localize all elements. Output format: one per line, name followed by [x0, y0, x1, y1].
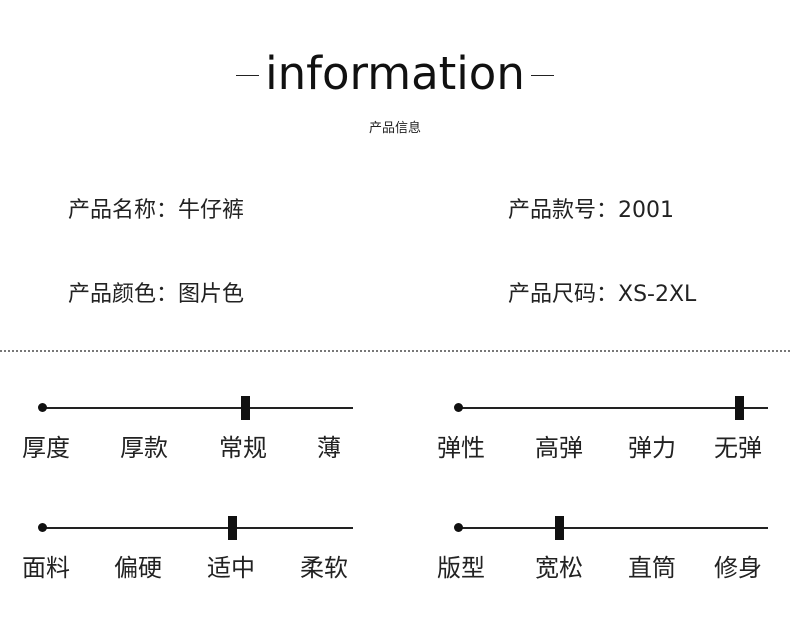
- scale-title: 厚度: [22, 434, 70, 462]
- scale-title: 版型: [437, 554, 485, 582]
- section-divider: [0, 350, 790, 352]
- product-color: 产品颜色：图片色: [68, 282, 245, 307]
- scale-track: [458, 527, 768, 529]
- scale-option: 厚款: [120, 434, 168, 462]
- scale-option: 直筒: [628, 554, 676, 582]
- scale-option: 适中: [207, 554, 255, 582]
- product-model: 产品款号：2001: [508, 198, 674, 223]
- scale-track: [42, 407, 353, 409]
- scale-track: [458, 407, 768, 409]
- scale-option: 薄: [317, 434, 341, 462]
- page-subtitle: 产品信息: [368, 121, 421, 136]
- scale-selected-marker: [555, 516, 564, 540]
- scale-selected-marker: [241, 396, 250, 420]
- scale-track: [42, 527, 353, 529]
- page-title-text: information: [259, 47, 531, 100]
- scale-title: 弹性: [437, 434, 485, 462]
- scale-start-dot: [38, 403, 47, 412]
- scale-start-dot: [454, 403, 463, 412]
- scale-option: 柔软: [300, 554, 348, 582]
- product-name: 产品名称：牛仔裤: [68, 198, 245, 223]
- scale-option: 无弹: [714, 434, 762, 462]
- scale-selected-marker: [735, 396, 744, 420]
- scale-start-dot: [38, 523, 47, 532]
- scale-option: 宽松: [535, 554, 583, 582]
- scale-option: 修身: [714, 554, 762, 582]
- scale-title: 面料: [22, 554, 70, 582]
- page-title: information: [0, 44, 790, 104]
- scale-option: 弹力: [628, 434, 676, 462]
- scale-selected-marker: [228, 516, 237, 540]
- scale-option: 高弹: [535, 434, 583, 462]
- scale-option: 偏硬: [114, 554, 162, 582]
- scale-option: 常规: [219, 434, 267, 462]
- scale-start-dot: [454, 523, 463, 532]
- product-size: 产品尺码：XS-2XL: [508, 282, 697, 307]
